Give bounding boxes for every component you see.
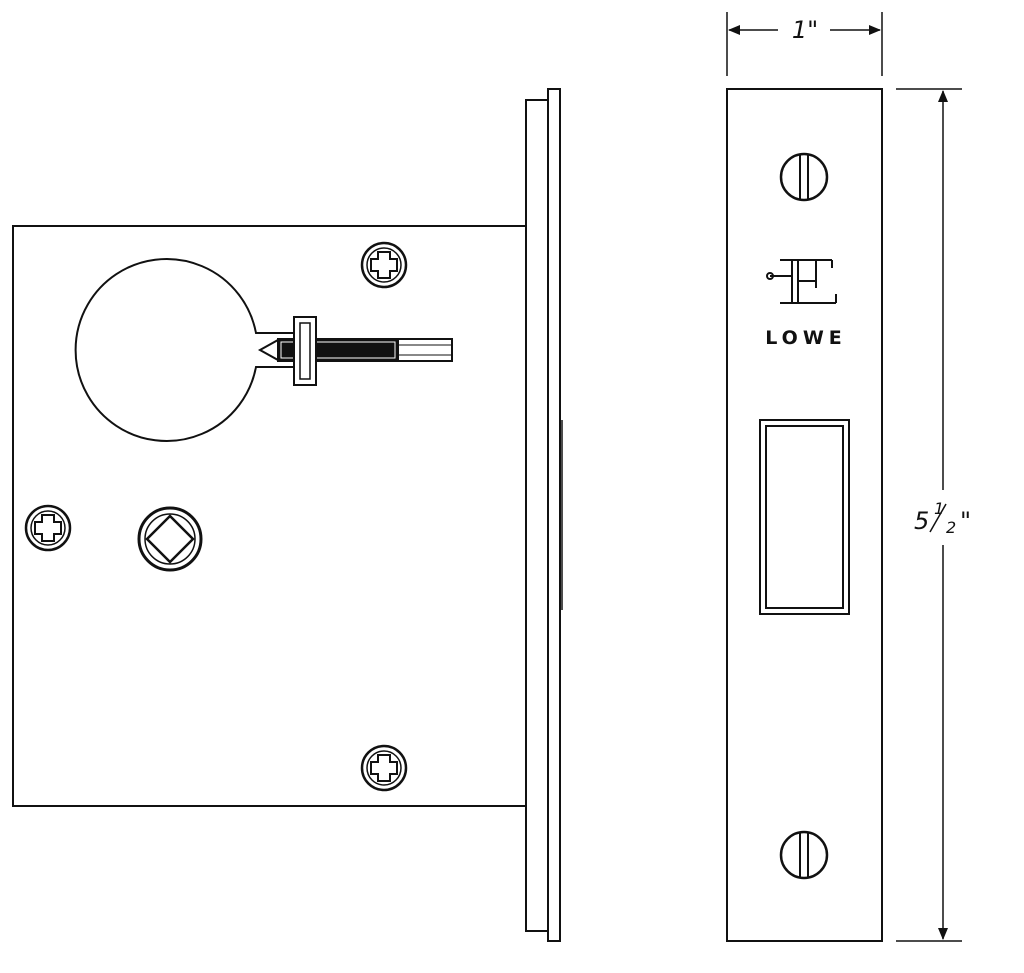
brand-logo-icon	[766, 259, 837, 304]
case-screw-left-icon	[24, 504, 72, 552]
spindle-hub	[137, 506, 203, 572]
height-dimension-label: 5 1 2 "	[914, 499, 971, 537]
faceplate-edge-lip	[547, 88, 561, 942]
latch-opening-outer	[759, 419, 850, 615]
latch-opening-inner	[765, 425, 844, 609]
svg-text:1: 1	[934, 499, 944, 518]
svg-text:5: 5	[914, 507, 929, 535]
lock-side-view	[12, 88, 563, 942]
faceplate-brand-label: LOWE	[765, 327, 847, 349]
faceplate-edge-outer	[525, 99, 549, 932]
faceplate-screw-bottom-icon	[779, 830, 829, 880]
case-screw-bottom-icon	[360, 744, 408, 792]
set-screw	[257, 316, 453, 386]
svg-text:": "	[960, 507, 971, 535]
faceplate-screw-top-icon	[779, 152, 829, 202]
case-screw-top-icon	[360, 241, 408, 289]
width-dimension	[726, 12, 883, 76]
height-dimension	[896, 88, 962, 942]
faceplate-front-view: LOWE	[726, 88, 883, 942]
lock-case-body	[12, 225, 527, 807]
svg-text:2: 2	[946, 518, 956, 537]
width-dimension-label: 1"	[792, 16, 818, 44]
cylinder-opening	[74, 258, 297, 442]
faceplate-outline	[726, 88, 883, 942]
